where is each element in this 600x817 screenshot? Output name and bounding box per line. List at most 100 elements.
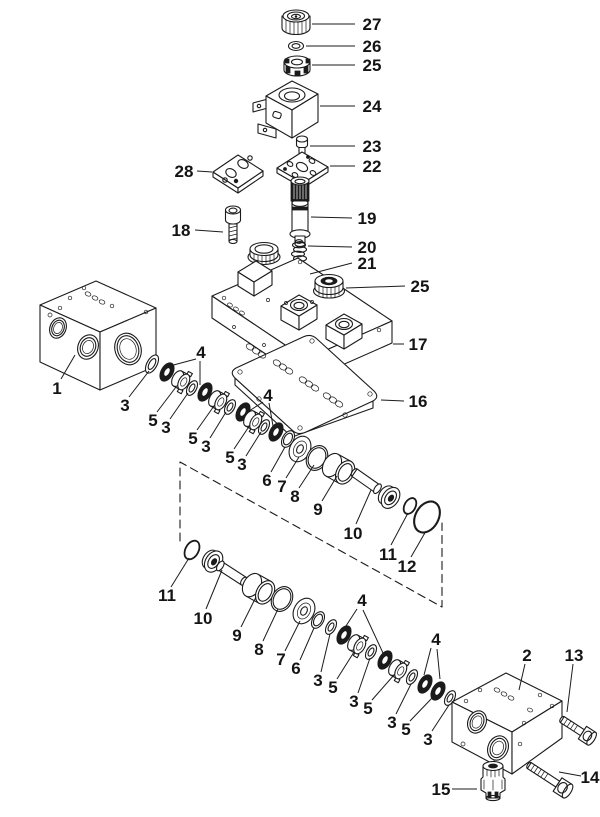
part-label-u7: 7 <box>277 477 286 496</box>
part-25-slotted-nut <box>283 55 311 77</box>
part-label-l5-3: 5 <box>401 720 410 739</box>
part-label-u10: 10 <box>344 524 363 543</box>
leader-u3-3 <box>209 411 227 439</box>
part-label-l3-4: 3 <box>423 730 432 749</box>
part-17-manifold-block <box>211 257 393 382</box>
leader-l5-2 <box>371 674 395 701</box>
leader-l3-1 <box>320 633 331 673</box>
leader-u4-2b <box>268 402 274 427</box>
part-label-u5-3: 5 <box>225 448 234 467</box>
part-label-u11: 11 <box>379 545 397 564</box>
leader-18 <box>194 229 224 233</box>
leader-u4-2 <box>245 401 264 414</box>
part-label-20: 20 <box>358 238 377 257</box>
leader-u12 <box>410 530 427 558</box>
part-16-gasket-plate <box>231 334 378 438</box>
leader-l3-3 <box>395 683 412 715</box>
part-18-bolt <box>224 205 242 245</box>
part-28-plate <box>212 154 264 194</box>
part-label-l3-3: 3 <box>387 713 396 732</box>
part-27-knurled-cap <box>281 9 311 36</box>
leader-u10 <box>355 489 372 525</box>
leader-13 <box>566 663 574 713</box>
leader-u9 <box>321 475 338 502</box>
leader-u4-1 <box>165 358 197 368</box>
leader-25b <box>345 285 406 289</box>
part-label-l7: 7 <box>276 650 285 669</box>
part-15-plug <box>480 760 506 802</box>
leader-19 <box>310 216 353 219</box>
leader-u3-1 <box>128 370 150 398</box>
part-1-end-block <box>39 280 157 391</box>
part-label-14: 14 <box>581 768 600 787</box>
leader-l3-4 <box>431 704 450 732</box>
leader-u3-4 <box>245 431 262 457</box>
part-26-washer <box>287 40 305 52</box>
part-label-u5-2: 5 <box>188 429 197 448</box>
part-label-28: 28 <box>175 162 194 181</box>
leader-u5-1 <box>156 386 177 413</box>
leader-lines <box>60 23 582 790</box>
leader-u5-2 <box>196 405 215 431</box>
part-label-22: 22 <box>363 157 382 176</box>
part-label-21: 21 <box>358 254 377 273</box>
part-label-u12: 12 <box>398 557 417 576</box>
section-boundary-dashed <box>179 461 443 608</box>
leader-u6 <box>270 446 286 473</box>
leader-u11 <box>390 512 409 546</box>
leader-l7 <box>284 620 301 652</box>
station-knurled-cap <box>247 241 281 266</box>
part-label-u4-1: 4 <box>196 343 206 362</box>
leader-l3-2 <box>357 657 371 694</box>
part-label-2: 2 <box>522 646 531 665</box>
leader-l5-1 <box>336 651 355 680</box>
part-label-l5-2: 5 <box>363 699 372 718</box>
part-label-u3-3: 3 <box>201 437 210 456</box>
part-label-l3-2: 3 <box>349 692 358 711</box>
leader-u8 <box>298 464 315 489</box>
part-label-u4-2: 4 <box>263 386 273 405</box>
part-label-u3-4: 3 <box>237 455 246 474</box>
leader-l5-3 <box>409 696 434 722</box>
part-label-16: 16 <box>409 392 428 411</box>
upper-seal-chain <box>144 354 441 534</box>
part-19-cartridge <box>289 176 311 247</box>
leader-l6 <box>299 627 315 661</box>
part-label-23: 23 <box>363 137 382 156</box>
leader-l11 <box>170 557 190 588</box>
leader-l4-1 <box>343 608 358 630</box>
part-label-25b: 25 <box>411 277 430 296</box>
part-label-17: 17 <box>409 335 428 354</box>
leader-21 <box>309 262 353 275</box>
part-label-u9: 9 <box>313 500 322 519</box>
part-label-u6: 6 <box>262 471 271 490</box>
part-2-end-block <box>451 672 563 775</box>
part-label-24: 24 <box>363 97 382 116</box>
part-label-l8: 8 <box>254 640 263 659</box>
part-label-13: 13 <box>565 646 584 665</box>
part-label-18: 18 <box>172 221 191 240</box>
leader-l4-2b <box>436 648 441 680</box>
leader-28 <box>196 170 213 173</box>
leader-l10 <box>205 569 223 610</box>
part-label-l11: 11 <box>158 586 176 605</box>
leader-16 <box>380 399 405 402</box>
part-13-bolt <box>559 715 597 746</box>
part-25b-knurled-cap <box>312 273 346 299</box>
part-label-u8: 8 <box>290 487 299 506</box>
part-label-l10: 10 <box>194 609 213 628</box>
part-24-solenoid <box>252 80 319 139</box>
part-label-l9: 9 <box>232 626 241 645</box>
leader-u3-2 <box>169 392 189 420</box>
part-label-l5-1: 5 <box>328 678 337 697</box>
part-label-26: 26 <box>363 37 382 56</box>
part-label-25a: 25 <box>363 56 382 75</box>
part-label-u3-2: 3 <box>161 418 170 437</box>
part-label-l6: 6 <box>291 659 300 678</box>
part-label-19: 19 <box>358 209 377 228</box>
part-label-15: 15 <box>432 780 451 799</box>
part-label-l4-1: 4 <box>357 591 367 610</box>
part-label-1: 1 <box>52 379 61 398</box>
